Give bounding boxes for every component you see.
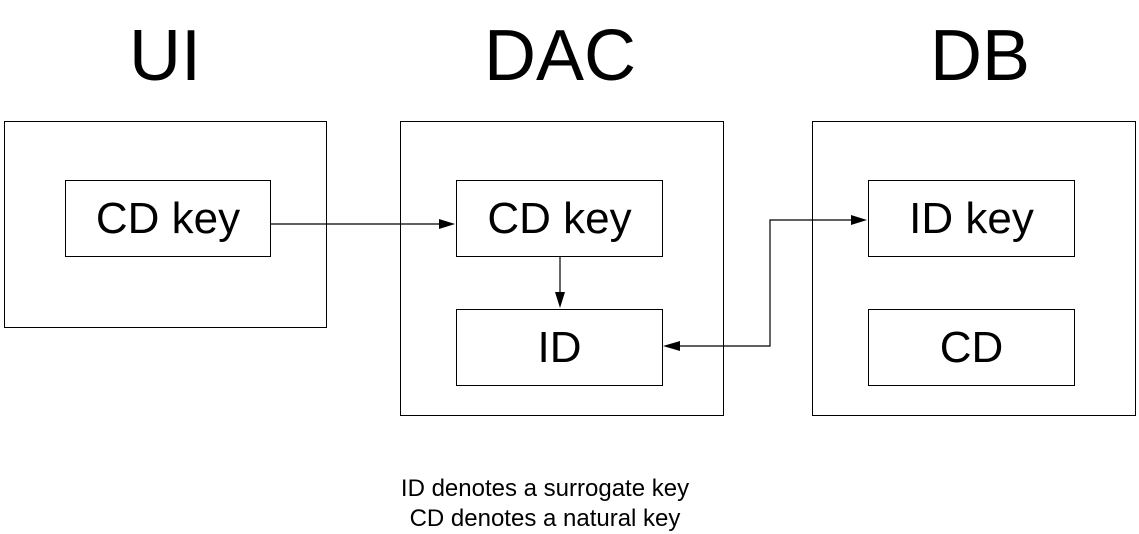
ui-layer-title: UI [129, 16, 201, 96]
dac-id-label: ID [537, 322, 582, 372]
dac-cd-key-label: CD key [487, 193, 632, 243]
db-id-key-label: ID key [909, 193, 1034, 243]
db-id-key-node: ID key [868, 180, 1075, 257]
legend-surrogate-key: ID denotes a surrogate key [400, 475, 690, 502]
dac-cd-key-node: CD key [456, 180, 663, 257]
dac-id-node: ID [456, 309, 663, 386]
legend-natural-key: CD denotes a natural key [409, 505, 681, 532]
ui-cd-key-label: CD key [95, 193, 241, 243]
db-layer-box [812, 121, 1136, 416]
ui-cd-key-node: CD key [65, 180, 271, 257]
dac-layer-title: DAC [483, 16, 636, 96]
db-cd-label: CD [939, 322, 1004, 372]
db-layer-title: DB [929, 16, 1031, 96]
db-cd-node: CD [868, 309, 1075, 386]
